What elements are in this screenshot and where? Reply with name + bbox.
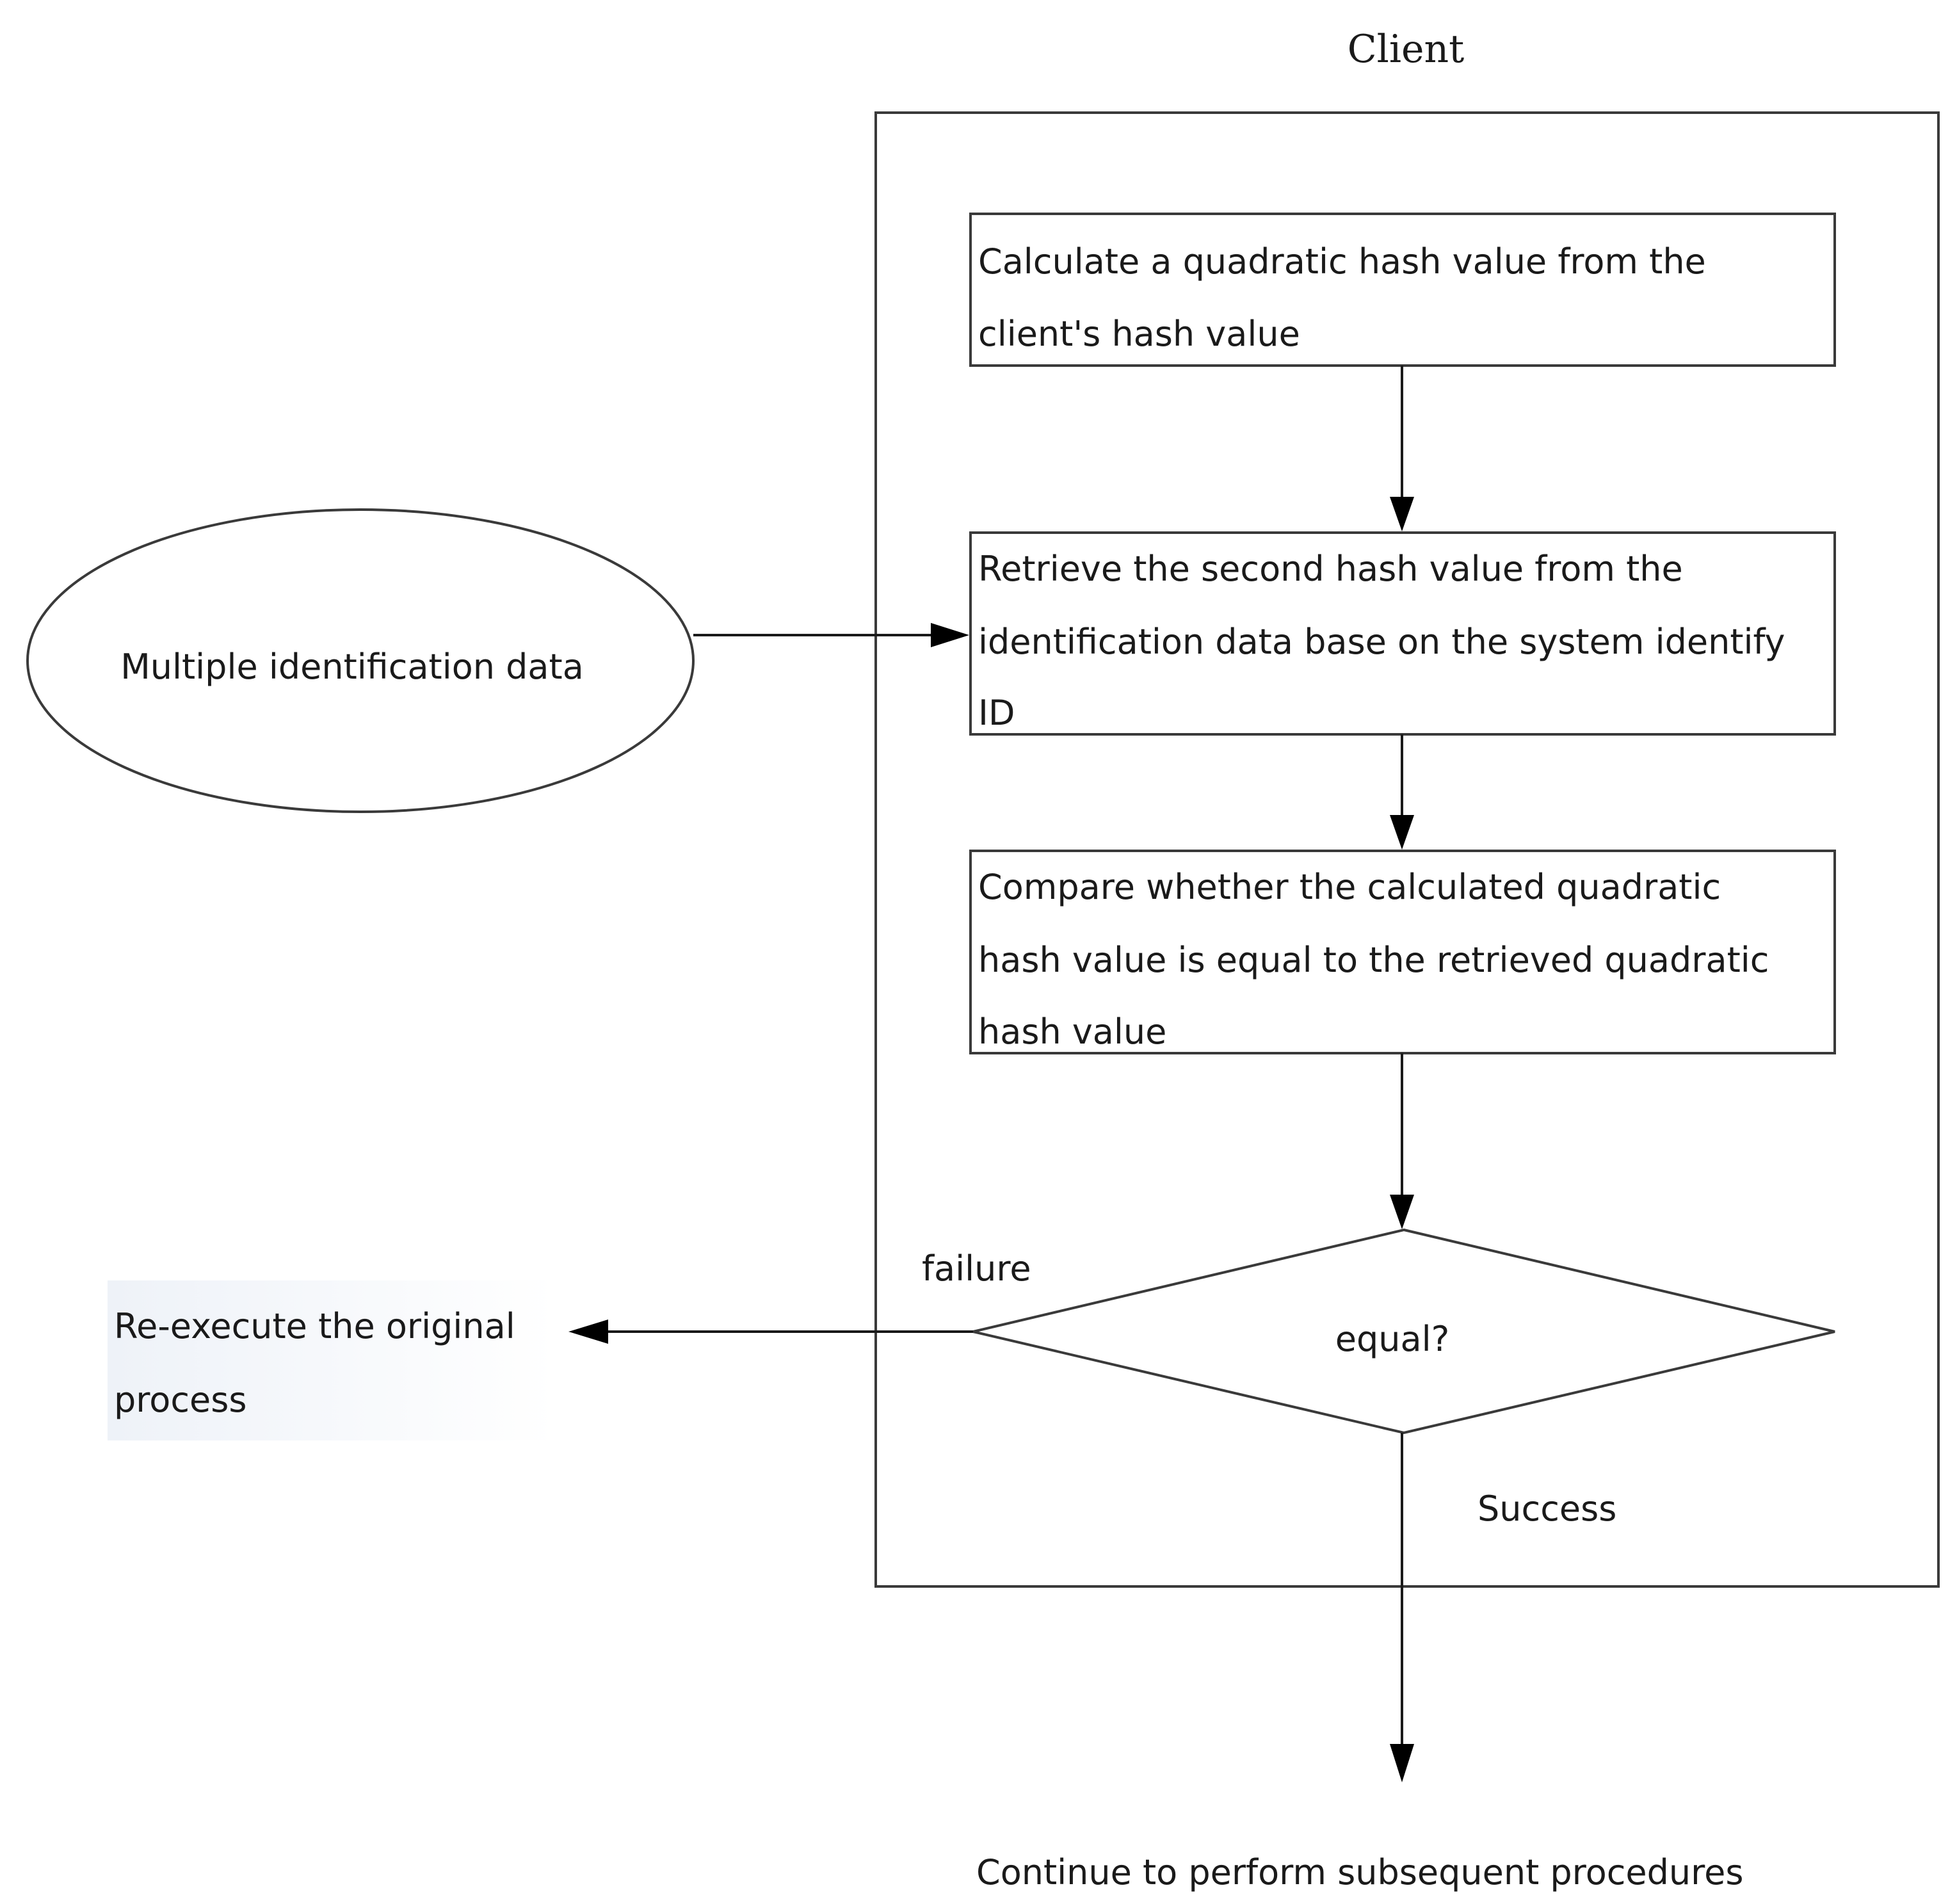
data-source-label: Multiple identification data (120, 647, 584, 687)
container-title: Client (1348, 27, 1465, 72)
step-calculate-hash: Calculate a quadratic hash value from th… (969, 213, 1836, 367)
step-retrieve-hash-line-2: identification data base on the system i… (978, 622, 1785, 662)
arrowhead (931, 623, 969, 647)
step-compare-hash-line-2: hash value is equal to the retrieved qua… (978, 940, 1769, 980)
arrowhead (1390, 1195, 1414, 1229)
step-retrieve-hash-line-3: ID (978, 693, 1015, 733)
edge-step1-to-step2 (1390, 366, 1414, 531)
step-compare-hash-line-3: hash value (978, 1012, 1166, 1052)
step-calculate-hash-line-1: Calculate a quadratic hash value from th… (978, 241, 1706, 282)
failure-target-line-1: Re-execute the original (114, 1306, 515, 1346)
data-source: Multiple identification data (26, 508, 695, 813)
step-compare-hash-box (969, 850, 1836, 1054)
failure-target-background (108, 1280, 556, 1440)
step-retrieve-hash: Retrieve the second hash value from the … (969, 531, 1836, 736)
arrowhead (1390, 1744, 1414, 1782)
step-calculate-hash-box (969, 213, 1836, 367)
step-compare-hash: Compare whether the calculated quadratic… (969, 850, 1836, 1054)
data-source-ellipse (26, 508, 695, 813)
client-container (874, 111, 1940, 1588)
step-retrieve-hash-box (969, 531, 1836, 736)
edge-label-success: Success (1478, 1489, 1616, 1529)
decision-diamond (972, 1228, 1835, 1435)
arrowhead (1390, 497, 1414, 531)
decision-equal: equal? (972, 1228, 1835, 1435)
success-target-label: Continue to perform subsequent procedure… (976, 1852, 1744, 1892)
arrowhead (1390, 815, 1414, 850)
step-calculate-hash-line-2: client's hash value (978, 314, 1300, 354)
edge-data-source-to-step2 (693, 623, 969, 647)
edge-step3-to-decision (1390, 1053, 1414, 1229)
arrowhead (568, 1319, 608, 1344)
edge-decision-failure (568, 1319, 973, 1344)
edge-step2-to-step3 (1390, 734, 1414, 850)
failure-target-line-2: process (114, 1380, 247, 1420)
decision-label: equal? (1335, 1319, 1449, 1359)
edge-label-failure: failure (922, 1248, 1031, 1289)
step-compare-hash-line-1: Compare whether the calculated quadratic (978, 867, 1721, 907)
step-retrieve-hash-line-1: Retrieve the second hash value from the (978, 549, 1683, 589)
failure-target: Re-execute the original process (108, 1280, 556, 1440)
edge-decision-success (1390, 1433, 1414, 1782)
